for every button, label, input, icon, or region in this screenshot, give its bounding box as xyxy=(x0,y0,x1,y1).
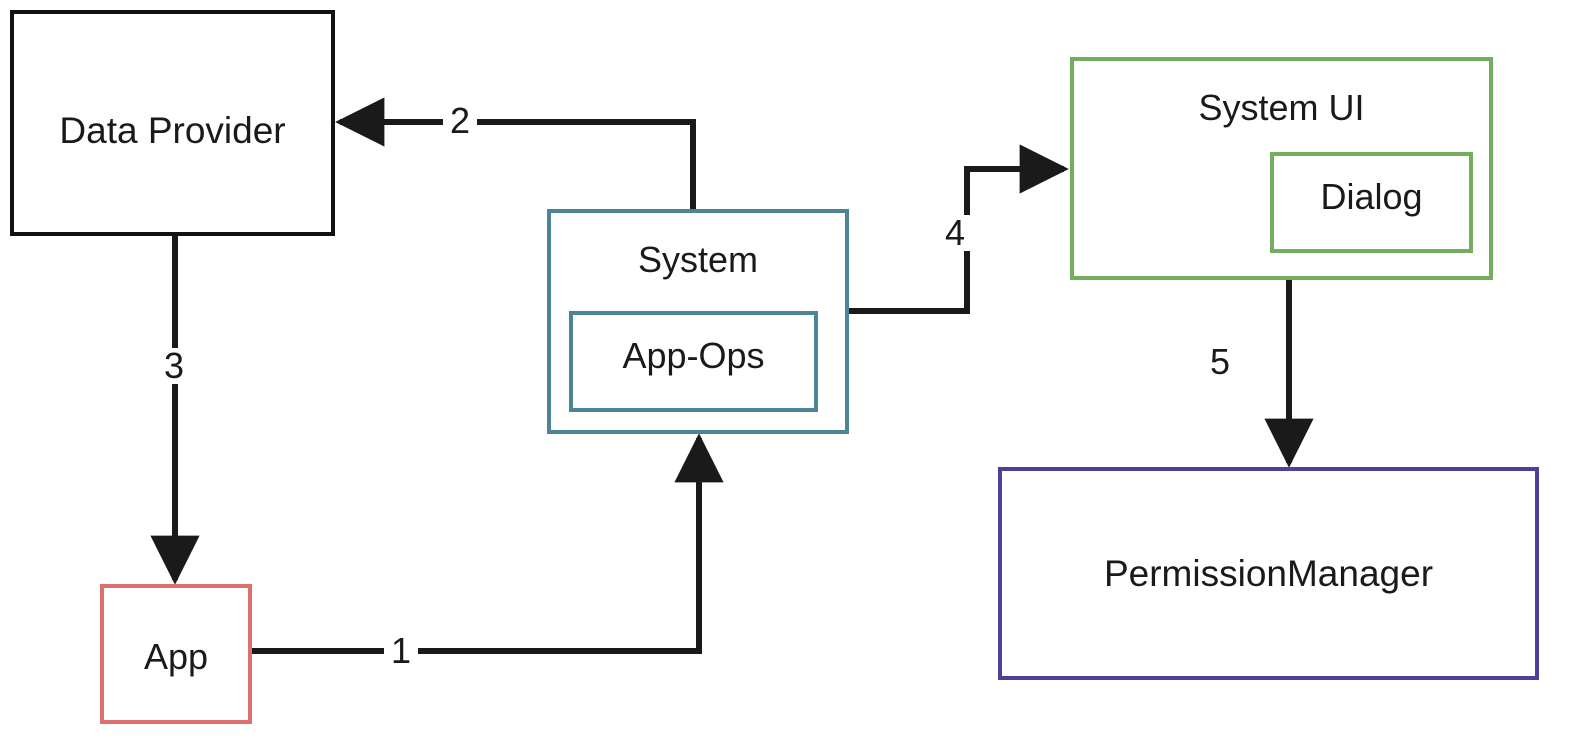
node-app-label: App xyxy=(143,636,209,677)
edge-label-4: 4 xyxy=(938,215,973,251)
node-system-ui-label: System UI xyxy=(1198,87,1365,128)
edge-1-path xyxy=(252,433,724,654)
node-system-label: System xyxy=(637,239,759,280)
node-app-ops-label: App-Ops xyxy=(622,335,765,376)
node-data-provider[interactable]: Data Provider xyxy=(10,10,335,236)
edge-label-1: 1 xyxy=(384,633,419,669)
edge-label-3: 3 xyxy=(157,348,192,384)
node-dialog-label: Dialog xyxy=(1320,176,1423,217)
edge-label-2: 2 xyxy=(443,103,478,139)
node-dialog[interactable]: Dialog xyxy=(1270,152,1473,253)
node-app-ops[interactable]: App-Ops xyxy=(569,311,818,412)
node-permission-manager-label: PermissionManager xyxy=(1103,553,1434,594)
node-data-provider-label: Data Provider xyxy=(59,110,286,151)
node-permission-manager[interactable]: PermissionManager xyxy=(998,467,1539,680)
edge-2-path xyxy=(335,97,696,209)
node-app[interactable]: App xyxy=(100,584,252,724)
edge-label-5: 5 xyxy=(1203,344,1238,380)
